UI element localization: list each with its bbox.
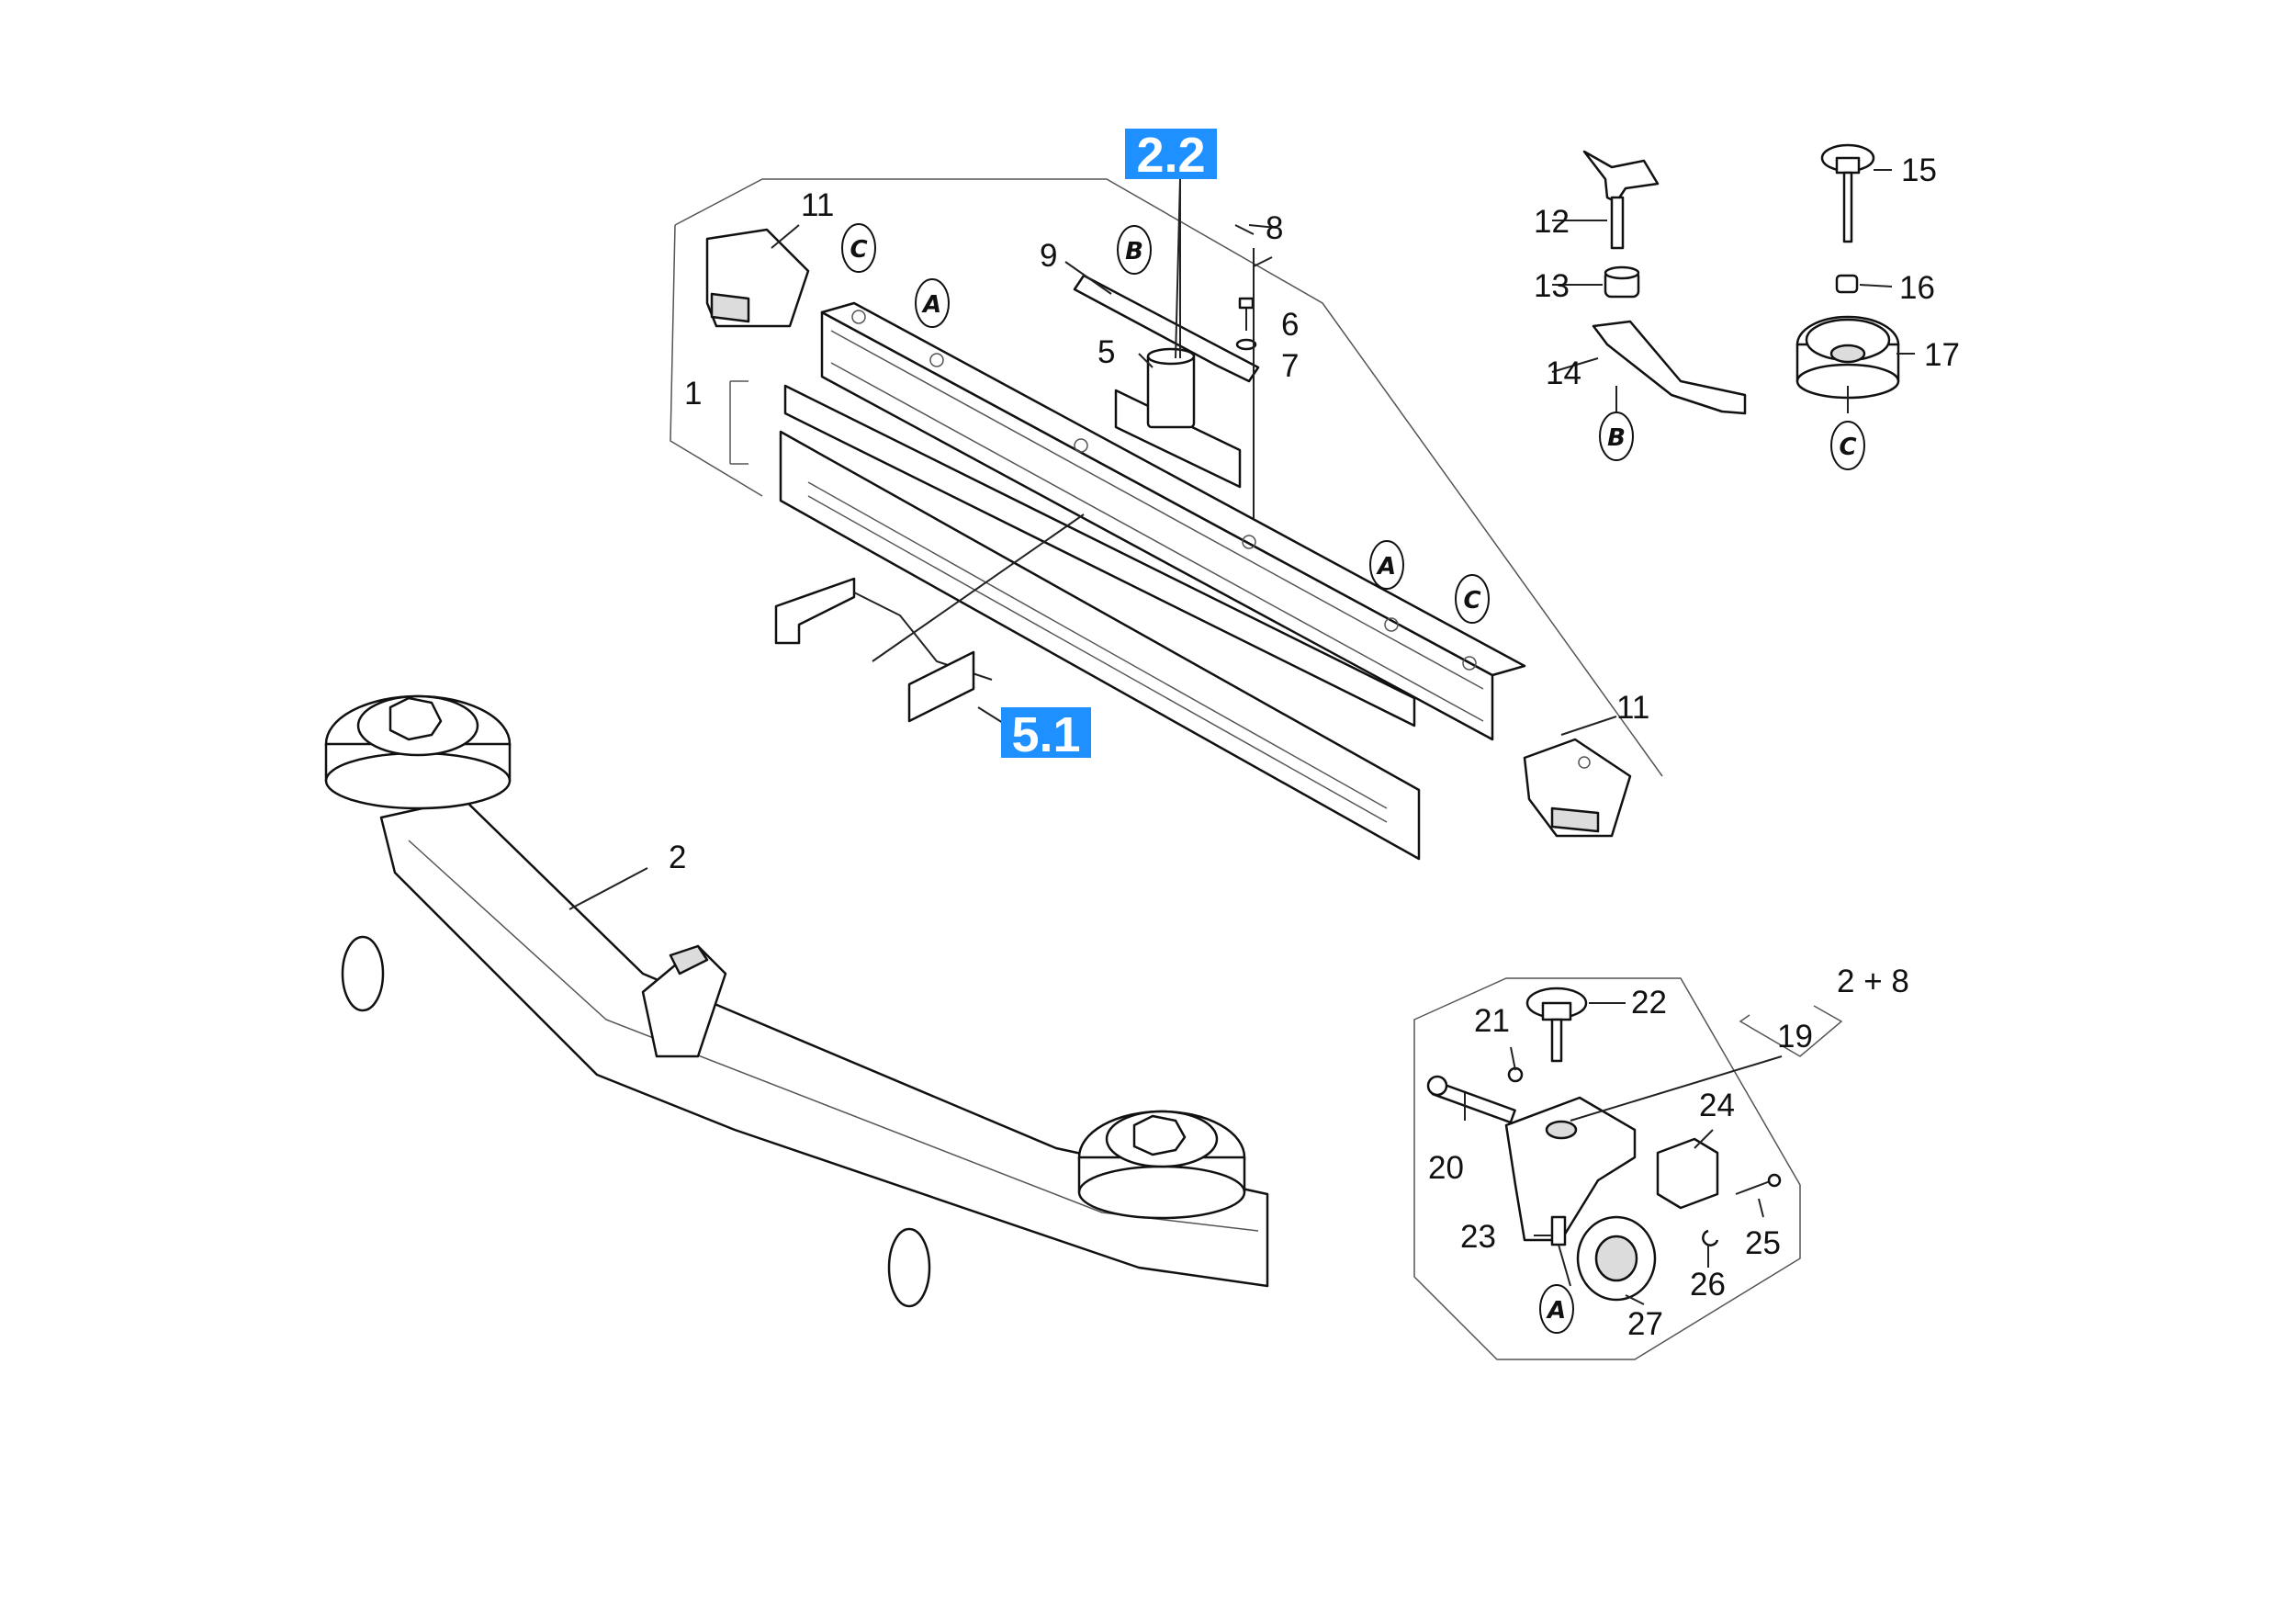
group-outline-main [674,178,1663,777]
marker-a-1-letter: A [921,291,941,319]
part-label-23: 23 [1460,1219,1496,1255]
part-label-5: 5 [1097,334,1115,370]
part-label-2-plus-8: 2 + 8 [1837,964,1909,999]
part-label-20: 20 [1428,1150,1464,1186]
part-label-15: 15 [1901,152,1937,188]
bracket-14 [1592,320,1747,415]
knob-22 [1525,987,1588,1063]
squeegee-blades [779,384,1421,861]
part-label-17: 17 [1924,337,1960,373]
holder-19 [1504,1096,1637,1242]
part-label-6: 6 [1281,307,1299,343]
nut-21 [1507,1066,1524,1083]
washer-7 [1235,338,1257,351]
part-label-11-top: 11 [801,187,834,223]
marker-b-2-letter: B [1607,424,1626,452]
part-label-13: 13 [1534,268,1570,304]
marker-a-1: A [915,278,950,328]
marker-a-3-letter: A [1546,1297,1566,1325]
part-label-12: 12 [1534,204,1570,240]
marker-c-1: C [841,223,876,273]
part-label-14: 14 [1546,355,1581,391]
ref-box-5-1[interactable]: 5.1 [1001,707,1091,762]
marker-c-2: C [1455,574,1490,624]
marker-b-2: B [1599,412,1634,461]
marker-a-2-letter: A [1376,553,1396,581]
wheel-17 [1795,315,1900,400]
ref-box-2-2-label: 2.2 [1136,128,1205,183]
screw-25 [1735,1173,1782,1195]
part-label-19: 19 [1777,1019,1813,1054]
bracket-5-1 [774,577,993,723]
clip-26 [1702,1229,1719,1246]
group-outline-detail [1413,977,1801,1360]
part-label-21: 21 [1474,1003,1510,1039]
marker-b-1-letter: B [1125,238,1143,265]
part-label-26: 26 [1690,1267,1726,1303]
ref-box-2-2[interactable]: 2.2 [1125,128,1217,183]
end-cap-right [1523,738,1632,838]
spring-23 [1550,1215,1567,1246]
part-label-16: 16 [1899,270,1935,306]
part-labels: 1 2 5 6 7 8 9 11 11 12 13 14 15 16 17 19… [669,152,1960,1342]
ref-box-2-2-bg [1125,129,1217,179]
part-label-1: 1 [684,376,702,412]
marker-c-1-letter: C [850,236,867,264]
part-label-2: 2 [669,840,686,875]
squeegee-frame [324,694,1269,1308]
roller-27 [1576,1215,1657,1302]
part-label-9: 9 [1040,238,1057,274]
squeegee-body [820,301,1526,741]
part-label-25: 25 [1745,1225,1781,1261]
ref-box-5-1-bg [1001,707,1091,758]
marker-c-3-letter: C [1839,434,1856,461]
pin-20 [1426,1075,1516,1124]
block-24 [1656,1137,1719,1210]
suction-nozzle [1114,347,1242,489]
spacer-13 [1604,265,1640,299]
part-label-27: 27 [1627,1306,1663,1342]
part-label-24: 24 [1699,1088,1735,1123]
part-label-7: 7 [1281,348,1299,384]
part-label-8: 8 [1266,210,1283,246]
screw-6 [1238,297,1255,331]
marker-a-2: A [1369,540,1404,590]
marker-a-3: A [1539,1284,1574,1334]
part-label-11-bottom: 11 [1616,690,1649,726]
wing-bolt-12 [1582,150,1660,250]
part-label-22: 22 [1631,985,1667,1021]
ref-box-5-1-label: 5.1 [1011,707,1080,762]
end-cap-left [705,228,810,328]
knob-15 [1820,143,1875,243]
bracket-9 [1073,274,1260,383]
spacer-16 [1835,274,1859,294]
leader-lines [568,169,1915,1305]
marker-c-2-letter: C [1463,587,1480,615]
marker-c-3: C [1830,421,1865,470]
marker-b-1: B [1117,225,1152,275]
